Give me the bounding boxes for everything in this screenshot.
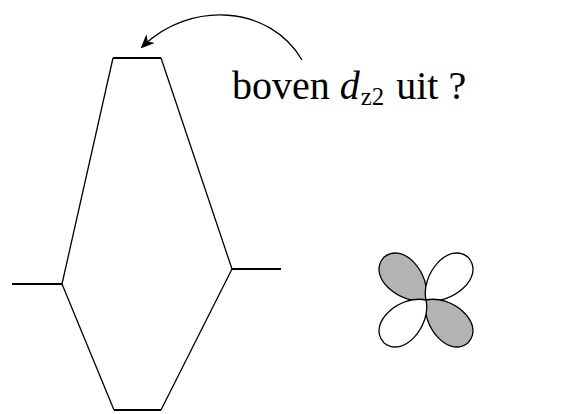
correlation-line bbox=[62, 284, 114, 410]
correlation-line bbox=[161, 58, 232, 269]
label-text: boven bbox=[232, 63, 330, 108]
question-label: bovendz2 uit ? bbox=[232, 62, 466, 112]
label-text: uit ? bbox=[396, 63, 466, 108]
energy-levels bbox=[12, 58, 281, 410]
bonding-level bbox=[114, 409, 161, 411]
correlation-lines bbox=[62, 58, 232, 410]
pointer-arrow bbox=[142, 15, 302, 60]
right-level bbox=[232, 268, 281, 270]
antibonding-level bbox=[113, 57, 161, 59]
orbital-lobe bbox=[371, 287, 439, 355]
d-orbital bbox=[371, 245, 481, 355]
left-level bbox=[12, 283, 62, 285]
correlation-line bbox=[161, 269, 232, 410]
label-text: z2 bbox=[361, 83, 384, 110]
label-text: d bbox=[340, 63, 360, 108]
correlation-line bbox=[62, 58, 113, 284]
